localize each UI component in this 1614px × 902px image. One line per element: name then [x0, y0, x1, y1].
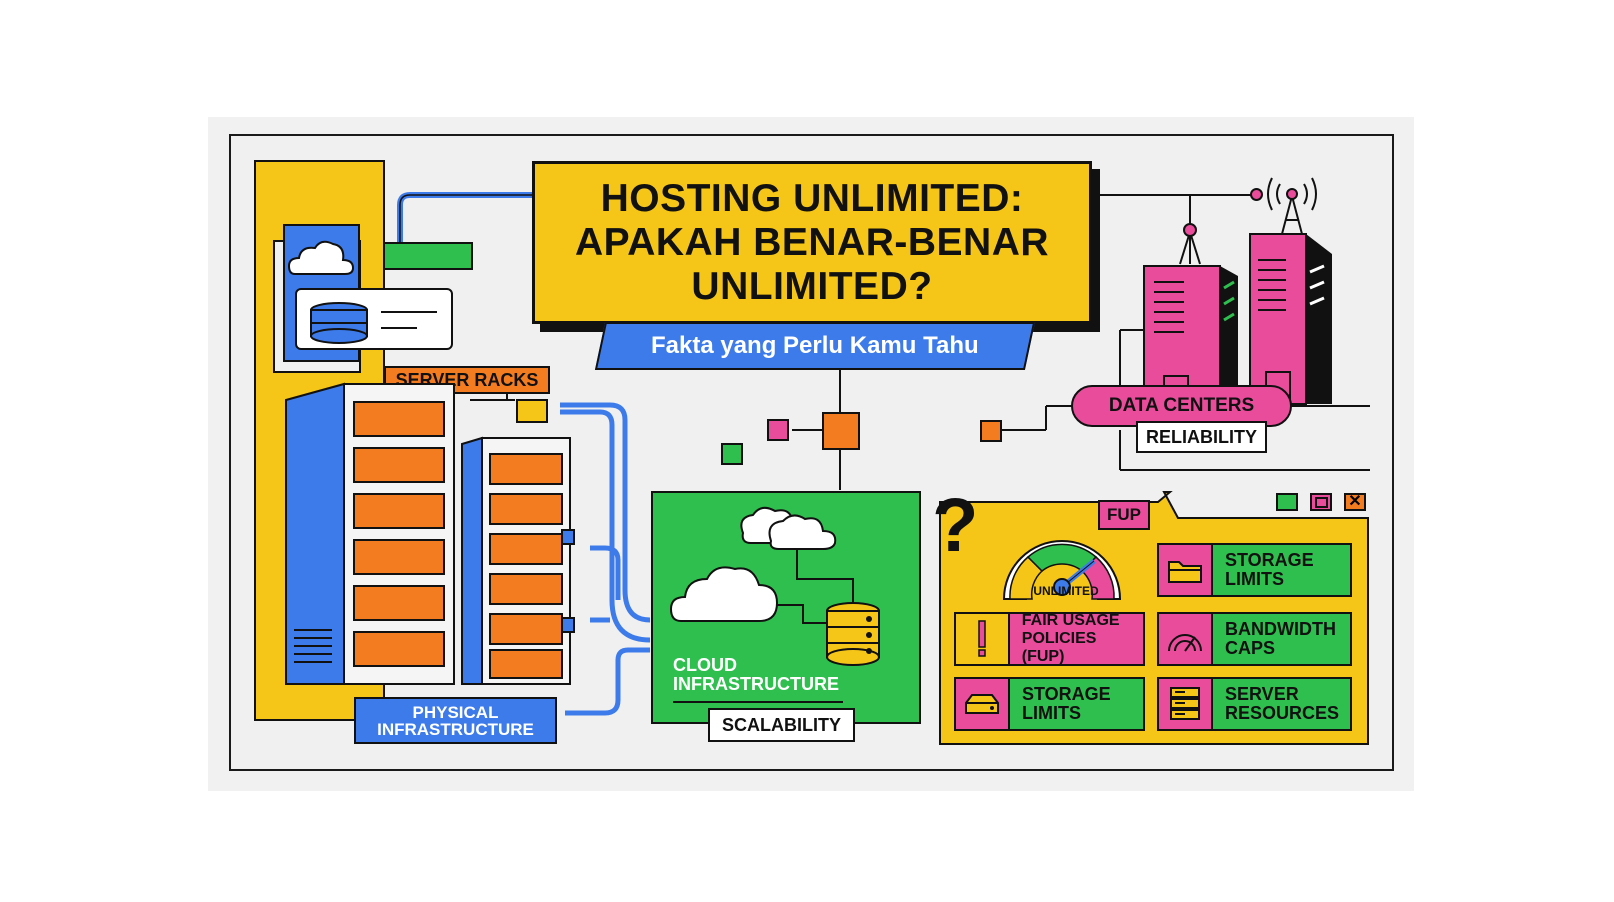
question-mark-icon: ?: [932, 483, 979, 568]
data-center-buildings: [1143, 177, 1332, 405]
fup-badge: FUP: [1098, 500, 1150, 530]
minimize-button[interactable]: [1276, 493, 1298, 511]
cloud-icon: [287, 240, 355, 275]
tile-text: STORAGE LIMITS: [1022, 684, 1111, 723]
maximize-icon: [1314, 496, 1328, 508]
scalability-label: SCALABILITY: [708, 708, 855, 742]
title-box: HOSTING UNLIMITED: APAKAH BENAR-BENAR UN…: [532, 161, 1092, 324]
underline-divider: [673, 701, 843, 703]
tile-server-resources: SERVER RESOURCES: [1157, 677, 1352, 731]
subtitle-banner: Fakta yang Perlu Kamu Tahu: [594, 322, 1036, 370]
maximize-button[interactable]: [1310, 493, 1332, 511]
close-icon: ✕: [1348, 493, 1362, 510]
tile-text: SERVER RESOURCES: [1225, 684, 1340, 723]
bandwidth-gauge-icon: [1159, 614, 1213, 664]
title-line-3: UNLIMITED?: [691, 264, 933, 308]
green-indicator: [383, 242, 473, 270]
cloud-infrastructure-box: CLOUD INFRASTRUCTURE: [651, 491, 921, 724]
exclamation-icon: [956, 614, 1010, 664]
gauge-icon: [1002, 540, 1122, 600]
physical-infrastructure-label: PHYSICAL INFRASTRUCTURE: [354, 697, 557, 744]
physical-infra-line1: PHYSICAL: [412, 702, 499, 722]
reliability-label: RELIABILITY: [1136, 421, 1267, 453]
database-icon: [310, 302, 437, 344]
tile-fair-usage: FAIR USAGE POLICIES (FUP): [954, 612, 1145, 666]
title-line-1: HOSTING UNLIMITED:: [600, 176, 1024, 220]
server-racks-illustration: [285, 382, 575, 685]
tile-text: STORAGE LIMITS: [1225, 550, 1314, 589]
tile-text: FAIR USAGE POLICIES (FUP): [1021, 612, 1120, 665]
subtitle-text: Fakta yang Perlu Kamu Tahu: [651, 332, 979, 359]
drive-icon: [956, 679, 1010, 729]
close-button[interactable]: ✕: [1344, 493, 1366, 511]
cloud-infrastructure-label: CLOUD INFRASTRUCTURE: [673, 656, 839, 694]
signal-node: [1250, 188, 1263, 201]
database-card: [295, 288, 453, 350]
physical-infra-line2: INFRASTRUCTURE: [377, 719, 534, 739]
pink-node: [767, 419, 789, 441]
gauge-label: UNLIMITED: [1033, 584, 1099, 598]
tile-storage-limits-1: STORAGE LIMITS: [1157, 543, 1352, 597]
folder-icon: [1159, 545, 1213, 595]
cloud-infra-line2: INFRASTRUCTURE: [673, 674, 839, 694]
green-node: [721, 443, 743, 465]
orange-node-small: [980, 420, 1002, 442]
cloud-illustration: [669, 506, 880, 666]
cloud-infra-line1: CLOUD: [673, 655, 737, 675]
tile-storage-limits-2: STORAGE LIMITS: [954, 677, 1145, 731]
tile-text: BANDWIDTH CAPS: [1225, 619, 1336, 658]
title-line-2: APAKAH BENAR-BENAR: [574, 220, 1050, 264]
server-icon: [1159, 679, 1213, 729]
tile-bandwidth-caps: BANDWIDTH CAPS: [1157, 612, 1352, 666]
orange-node: [822, 412, 860, 450]
